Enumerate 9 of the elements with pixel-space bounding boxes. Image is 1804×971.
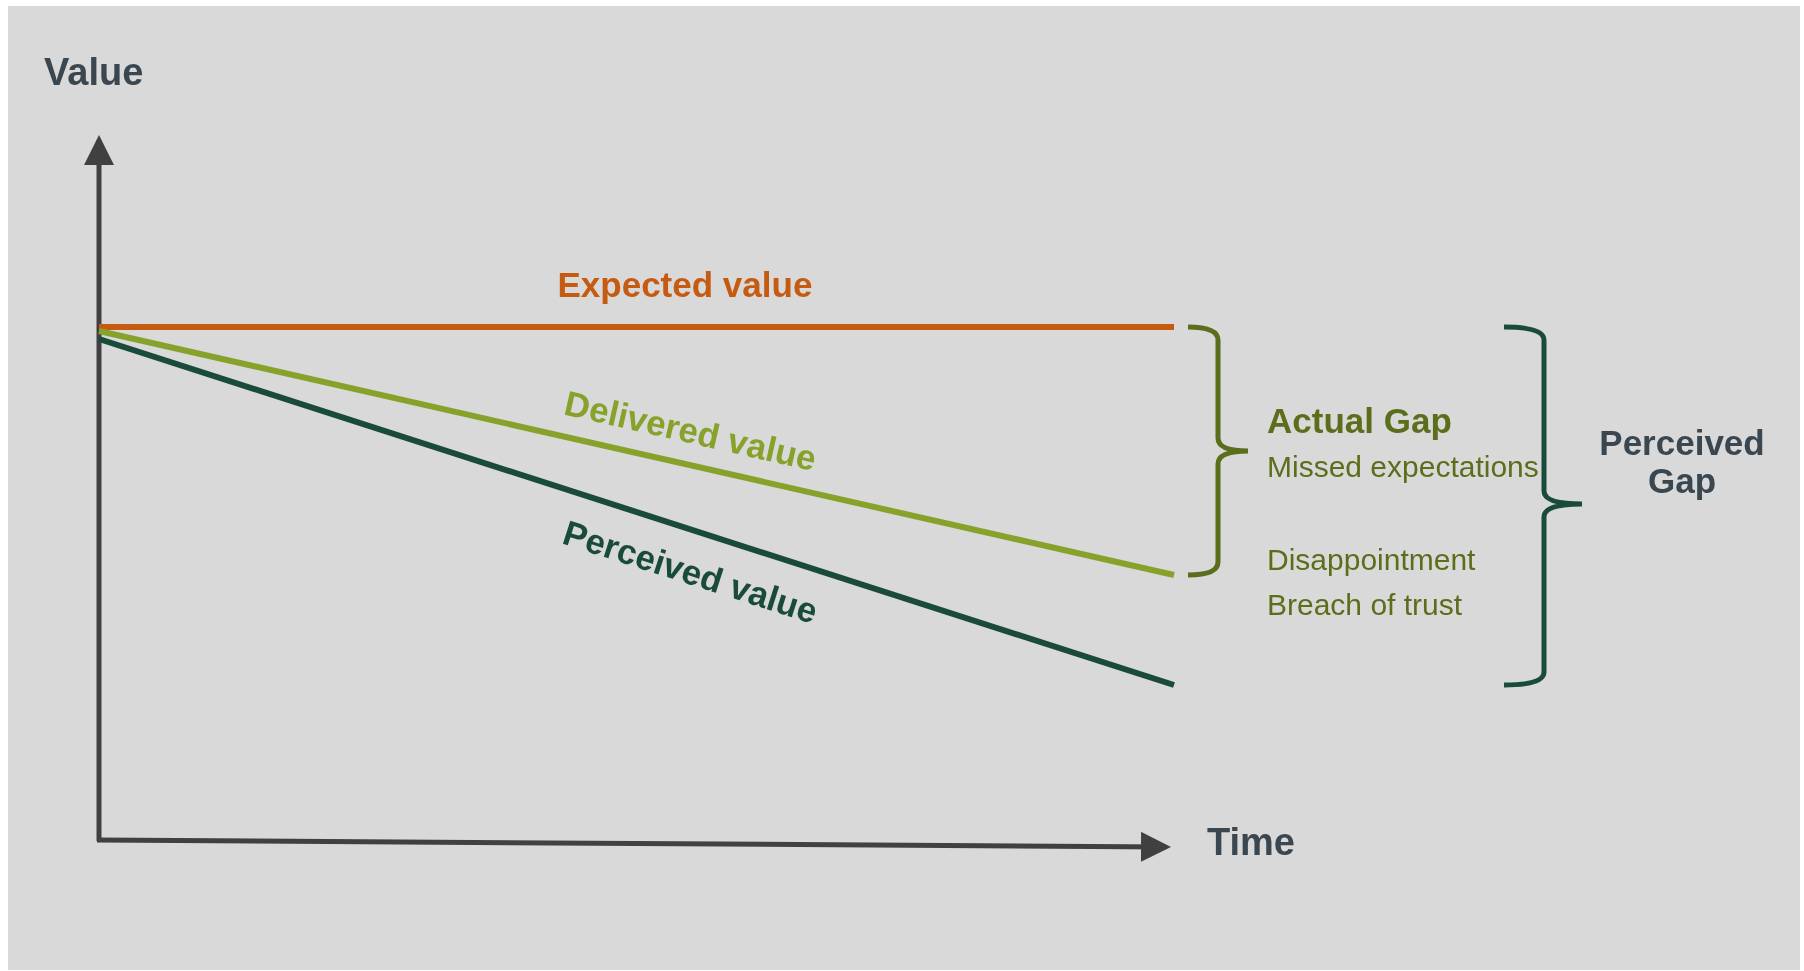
line-label: Delivered value [560, 383, 820, 478]
axis-title: Value [44, 52, 144, 94]
axis-title: Time [1207, 822, 1295, 864]
note-text: Disappointment [1267, 543, 1476, 576]
note-text: Breach of trust [1267, 588, 1463, 621]
bracket-label: Actual Gap [1267, 402, 1452, 441]
bracket-label: Perceived Gap [1598, 423, 1766, 501]
note-text: Missed expectations [1267, 450, 1540, 483]
line-label: Expected value [557, 265, 813, 304]
